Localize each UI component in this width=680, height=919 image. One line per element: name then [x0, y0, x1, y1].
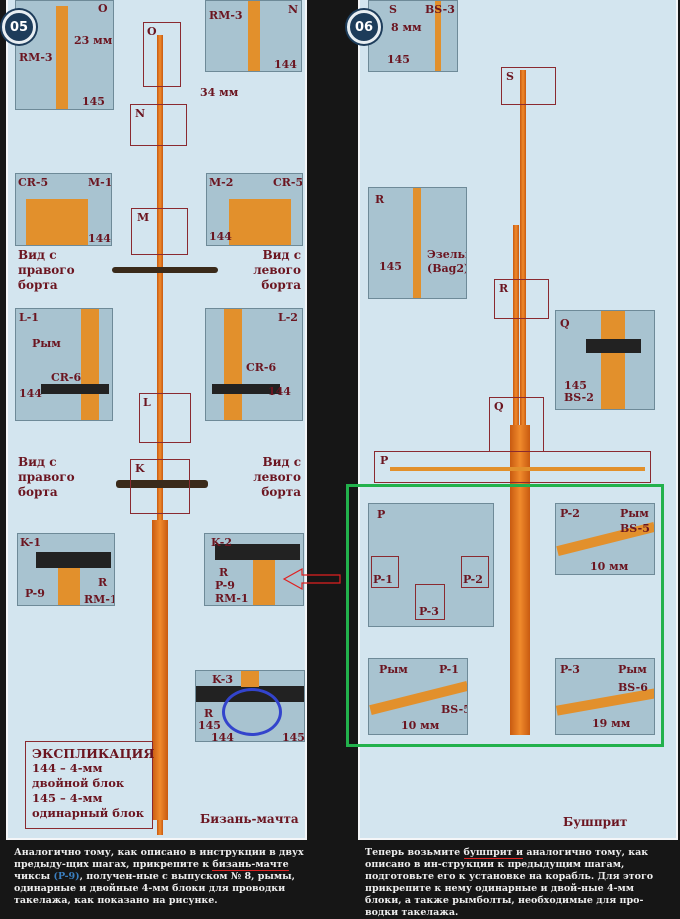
mast-photo — [56, 6, 68, 109]
inset-o: O 23 мм RM-3 145 — [15, 0, 114, 110]
mizzen-crosstree — [112, 267, 218, 273]
top-photo — [36, 552, 111, 568]
mast-photo — [248, 1, 260, 71]
top-photo — [215, 544, 300, 560]
box-p2: P-2 — [461, 556, 489, 588]
mast-photo — [241, 671, 259, 687]
mizzen-mast-lower — [152, 520, 168, 820]
inset-r: R 145 Эзельгофт (Bag2) — [368, 187, 467, 299]
mast-photo — [413, 188, 421, 298]
caption-port-1: Вид с левого борта — [253, 248, 301, 292]
caption-port-2: Вид с левого борта — [253, 455, 301, 499]
inset-l1: L-1 Рым CR-6 144 — [15, 308, 113, 421]
trestle-photo — [229, 199, 291, 245]
inset-p1: Рым P-1 BS-5 10 мм — [368, 658, 468, 735]
detail-box-k: K — [130, 459, 190, 514]
inset-k1: K-1 R P-9 RM-1 — [17, 533, 115, 606]
detail-box-q: Q — [489, 397, 544, 452]
inset-m1: CR-5 M-1 144 — [15, 173, 112, 246]
green-highlight-frame — [346, 484, 664, 747]
step-badge-06: 06 — [347, 10, 381, 44]
inset-p: P P-1 P-2 P-3 — [368, 503, 494, 627]
spritsail-yard — [390, 467, 645, 471]
caption-starboard-2: Вид с правого борта — [18, 455, 75, 499]
mast-photo — [435, 1, 441, 71]
box-p3: P-3 — [415, 584, 445, 620]
detail-box-p: P — [374, 451, 651, 483]
inset-q: Q 145 BS-2 — [555, 310, 655, 410]
mizzen-top — [116, 480, 208, 488]
detail-box-l: L — [139, 393, 191, 443]
jibboom — [513, 225, 519, 425]
pointer-arrow — [282, 568, 341, 590]
legend-box: ЭКСПЛИКАЦИЯ 144 – 4-мм двойной блок 145 … — [25, 741, 154, 829]
mizzen-mast-title: Бизань-мачта — [200, 812, 299, 826]
crosstree-photo — [212, 384, 280, 394]
detail-box-o: O — [143, 22, 181, 87]
mast-photo — [253, 560, 275, 605]
bowsprit-title: Бушприт — [563, 815, 628, 829]
inset-p2: P-2 Рым BS-5 10 мм — [555, 503, 655, 575]
mast-photo — [601, 311, 625, 409]
box-p1: P-1 — [371, 556, 399, 588]
cap-photo — [586, 339, 641, 353]
mast-photo — [224, 309, 242, 420]
crosstree-photo — [41, 384, 109, 394]
detail-box-s: S — [501, 67, 556, 105]
blue-highlight-circle — [222, 688, 282, 736]
left-instructions: Аналогично тому, как описано в инструкци… — [14, 847, 304, 906]
inset-m2: M-2 CR-5 144 — [206, 173, 303, 246]
dim-34mm: 34 мм — [200, 86, 239, 99]
right-instructions: Теперь возьмите бушприт и аналогично том… — [365, 847, 654, 918]
mast-photo — [58, 568, 80, 605]
caption-starboard-1: Вид с правого борта — [18, 248, 75, 292]
mizzen-mast — [157, 35, 163, 835]
inset-s: S BS-3 8 мм 145 — [368, 0, 458, 72]
inset-p3: P-3 Рым BS-6 19 мм — [555, 658, 655, 735]
detail-box-r: R — [494, 279, 549, 319]
inset-l2: L-2 CR-6 144 — [205, 308, 303, 421]
bowsprit — [510, 425, 530, 735]
inset-k2: K-2 R P-9 RM-1 — [204, 533, 304, 606]
mast-photo — [81, 309, 99, 420]
trestle-photo — [26, 199, 88, 245]
detail-box-m: M — [131, 208, 188, 255]
bowsprit-top — [520, 70, 526, 430]
inset-n: RM-3 N 144 — [205, 0, 302, 72]
detail-box-n: N — [130, 104, 187, 146]
step-badge-05: 05 — [2, 10, 36, 44]
